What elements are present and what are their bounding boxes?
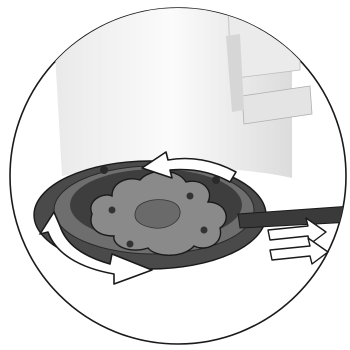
plate-hole-4	[127, 241, 134, 248]
pin-left	[100, 166, 108, 174]
plate-hole-2	[187, 193, 194, 200]
plate-hole-1	[109, 207, 116, 214]
locking-plate-center	[135, 200, 180, 229]
plate-hole-3	[201, 227, 208, 234]
